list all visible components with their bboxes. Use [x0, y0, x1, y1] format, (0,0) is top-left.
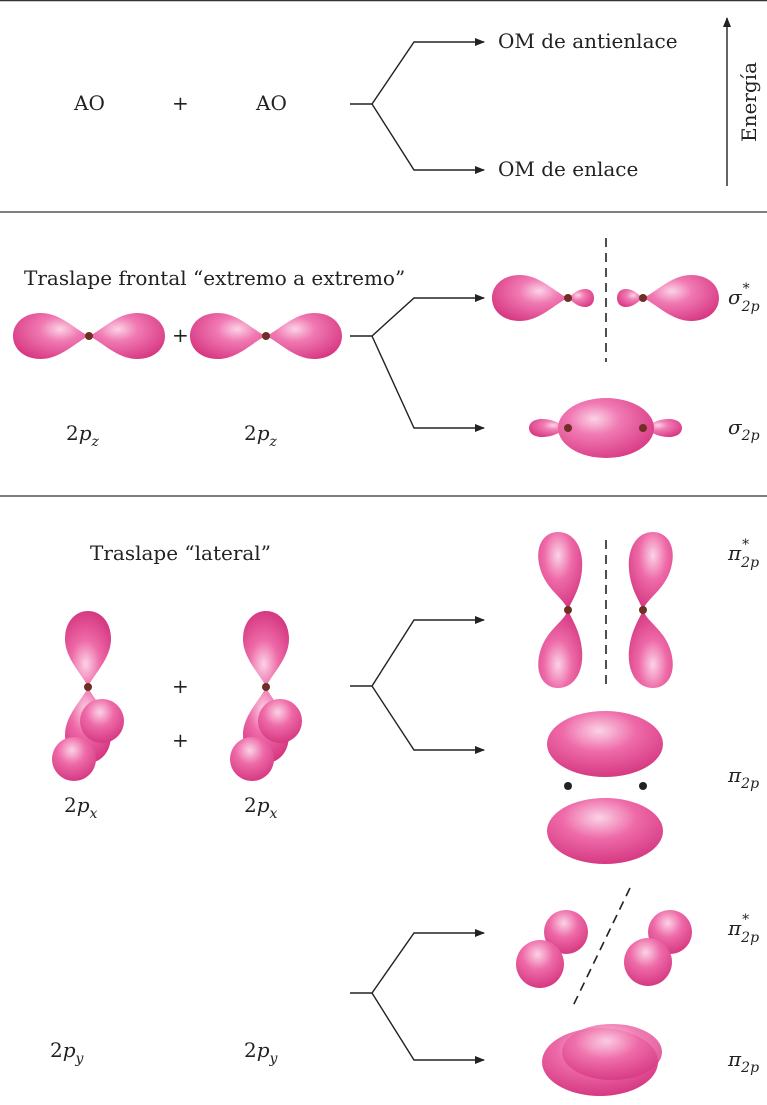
split-arrow-up	[350, 42, 484, 104]
plus-sign-pz: +	[172, 323, 189, 347]
orbital-2pz-right	[190, 313, 342, 359]
nucleus-dot	[85, 332, 93, 340]
antibonding-mo-label: OM de antienlace	[498, 29, 678, 53]
orbital-label-2pz-left: 2pz	[66, 421, 100, 450]
mo-label-pi-star-2p-x: π*2p	[727, 537, 759, 571]
orbital-label-2px-left: 2px	[64, 793, 98, 822]
ao-left-label: AO	[73, 91, 105, 115]
split-arrow-down-pz	[372, 336, 484, 428]
mo-label-pi-2p-y: π2p	[727, 1047, 759, 1076]
mo-label-sigma-star-2p: σ*2p	[728, 281, 760, 315]
split-arrow-down	[372, 104, 484, 170]
energy-axis-label: Energía	[737, 62, 761, 142]
end-on-overlap-title: Traslape frontal “extremo a extremo”	[24, 266, 405, 290]
split-arrow-up-py	[350, 933, 484, 993]
mo-pi-star-2p-shape-y	[516, 888, 692, 1008]
mo-label-pi-star-2p-y: π*2p	[727, 912, 759, 946]
orbital-label-2py-left: 2py	[50, 1038, 85, 1067]
plus-sign-py: +	[172, 728, 189, 752]
mo-pi-2p-shape-x	[547, 711, 663, 864]
bonding-mo-label: OM de enlace	[498, 157, 638, 181]
mo-label-sigma-2p: σ2p	[728, 415, 760, 444]
section-energy-overview: AO + AO OM de antienlace OM de enlace En…	[0, 1, 767, 212]
nucleus-dot	[262, 332, 270, 340]
plus-sign-px: +	[172, 674, 189, 698]
section-side-overlap: Traslape “lateral” + 2px 2px	[50, 532, 759, 1096]
orbital-label-2pz-right: 2pz	[244, 421, 278, 450]
orbital-label-2py-right: 2py	[244, 1038, 279, 1067]
split-arrow-up-pz	[350, 298, 484, 336]
orbital-label-2px-right: 2px	[244, 793, 278, 822]
split-arrow-down-py	[372, 993, 484, 1060]
mo-sigma-star-2p-shape	[492, 238, 719, 362]
mo-pi-star-2p-shape-x	[538, 532, 673, 690]
mo-pi-2p-shape-y	[542, 1024, 662, 1096]
split-arrow-up-px	[350, 620, 484, 686]
split-arrow-down-px	[372, 686, 484, 750]
mo-label-pi-2p-x: π2p	[727, 763, 759, 792]
mo-sigma-2p-shape	[529, 398, 682, 458]
ao-right-label: AO	[255, 91, 287, 115]
section-end-on-overlap: Traslape frontal “extremo a extremo” + 2…	[0, 238, 767, 496]
side-overlap-title: Traslape “lateral”	[90, 541, 271, 565]
plus-sign: +	[172, 91, 189, 115]
orbital-2pz-left	[13, 313, 165, 359]
